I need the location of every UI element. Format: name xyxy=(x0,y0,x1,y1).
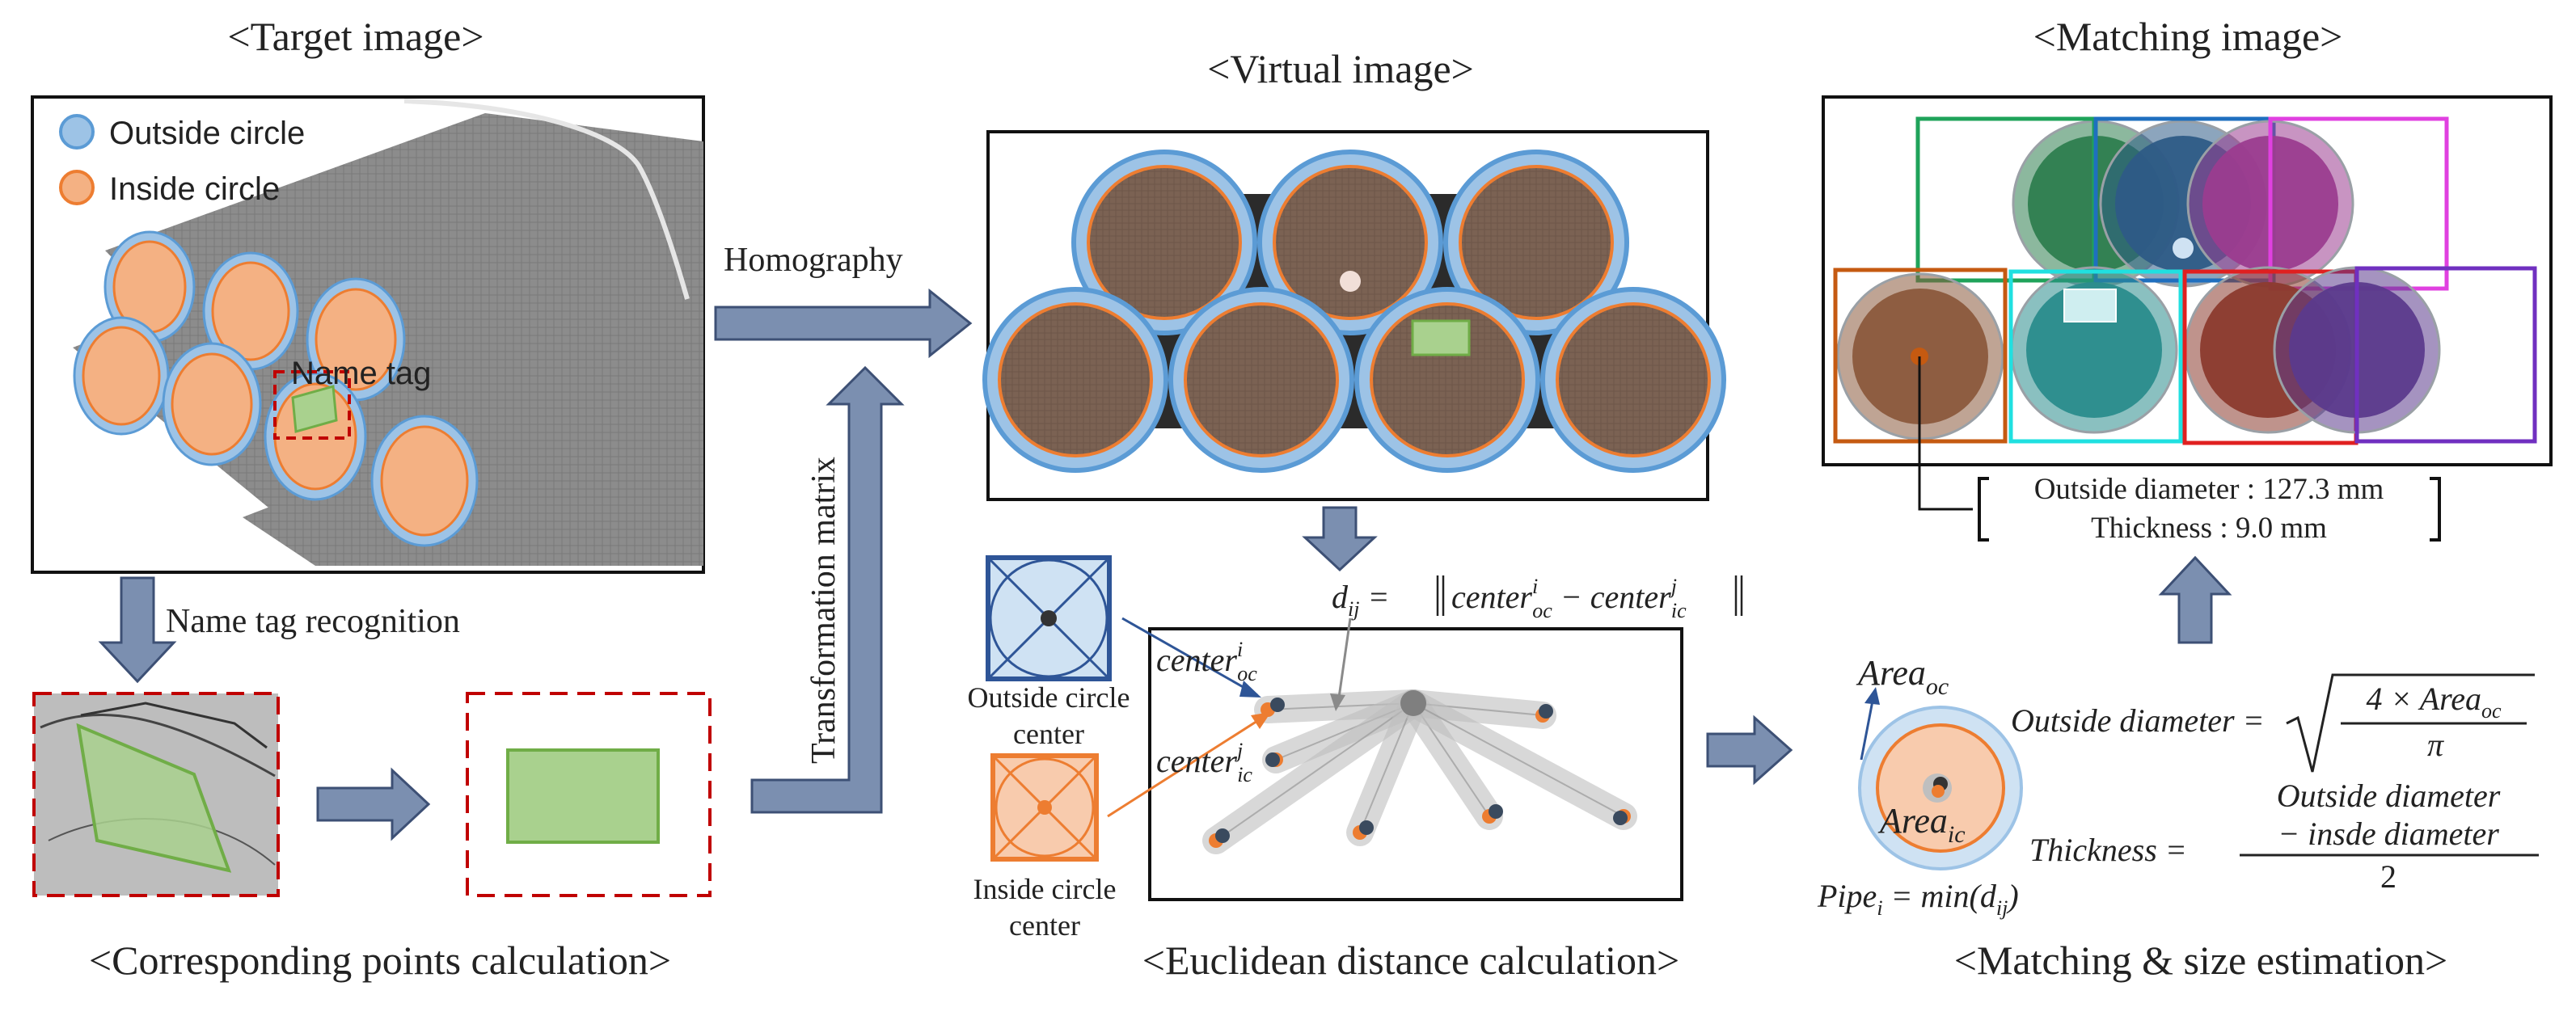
outside-center-label-2: center xyxy=(1013,718,1084,750)
area-ic-label: Areaic xyxy=(1877,801,1966,848)
svg-text:dij =: dij = xyxy=(1332,579,1389,621)
inside-center-label-1: Inside circle xyxy=(973,873,1117,905)
virtual-pipe xyxy=(1443,150,1629,335)
sqrt-sign xyxy=(2286,673,2535,773)
matching-image-panel: Outside diameter : 127.3 mm Thickness : … xyxy=(1822,95,2553,545)
bracket-left xyxy=(1978,477,1989,542)
thickness-formula-lhs: Thickness = xyxy=(2029,832,2187,868)
inside-pointer xyxy=(1107,714,1267,818)
hub-center xyxy=(1400,690,1426,716)
outside-center-point xyxy=(1270,698,1285,712)
outside-center-point xyxy=(1265,752,1280,767)
transformation-matrix-arrow xyxy=(750,365,905,814)
title-virtual-image: <Virtual image> xyxy=(1207,46,1474,91)
matching-bounding-box xyxy=(2008,269,2183,444)
dij-pointer xyxy=(1337,617,1352,704)
outside-diameter-formula-lhs: Outside diameter = xyxy=(2011,702,2265,739)
outside-center-point xyxy=(1359,820,1374,835)
pipe-min-formula: Pipei = min(dij) xyxy=(1817,878,2019,920)
homography-label: Homography xyxy=(724,242,903,279)
virtual-pipe xyxy=(1168,287,1354,473)
outside-center-label-1: Outside circle xyxy=(968,681,1130,714)
tag-rect-rectified xyxy=(506,748,660,844)
distance-to-size-arrow xyxy=(1706,714,1793,786)
od-numerator: 4 × Areaoc xyxy=(2366,681,2502,723)
legend-outside-label: Outside circle xyxy=(109,116,305,151)
distance-rays xyxy=(1202,689,1637,854)
matching-name-tag xyxy=(2063,289,2117,322)
legend-outside-swatch xyxy=(59,114,95,150)
thickness-result: Thickness : 9.0 mm xyxy=(2091,512,2327,545)
homography-arrow xyxy=(714,288,973,359)
matching-bounding-box xyxy=(2354,266,2537,444)
matching-pipe xyxy=(2273,266,2537,444)
virtual-pipe xyxy=(982,287,1168,473)
size-estimation-panel: Areaoc Areaic Pipei = min(dij) Outside d… xyxy=(1817,653,2539,920)
recognition-down-arrow xyxy=(98,576,177,684)
inside-center-label-2: center xyxy=(1009,909,1080,942)
legend-inside-swatch xyxy=(59,170,95,205)
title-corresponding-points: <Corresponding points calculation> xyxy=(89,938,671,983)
target-image-panel: Name tag Outside circle Inside circle xyxy=(31,95,705,574)
distance-box xyxy=(1148,627,1683,901)
matching-center-dot xyxy=(2173,238,2194,259)
virtual-pipe xyxy=(1540,287,1726,473)
th-denominator: 2 xyxy=(2380,858,2397,895)
area-oc-label: Areaoc xyxy=(1856,653,1949,700)
tag-to-rect-arrow xyxy=(316,767,431,841)
leader-line xyxy=(1918,356,1973,511)
th-numerator-2: − insde diameter xyxy=(2278,816,2499,852)
virtual-image-panel xyxy=(982,130,1726,501)
title-matching-image: <Matching image> xyxy=(2033,14,2343,59)
outside-diameter-result: Outside diameter : 127.3 mm xyxy=(2034,473,2384,506)
title-target-image: <Target image> xyxy=(227,14,484,59)
virtual-pipe xyxy=(1257,150,1443,335)
outside-center-point xyxy=(1215,828,1230,843)
outside-center-point xyxy=(1613,811,1628,825)
bracket-right xyxy=(2430,477,2441,542)
arrows xyxy=(98,288,2232,841)
virtual-center-dot xyxy=(1340,271,1361,292)
virtual-pipe xyxy=(1354,287,1540,473)
outside-center-point xyxy=(1489,804,1503,819)
outside-center-point xyxy=(1539,704,1553,719)
title-euclidean-distance: <Euclidean distance calculation> xyxy=(1142,938,1679,983)
tag-quad-detected xyxy=(76,723,232,873)
name-tag-recognition-label: Name tag recognition xyxy=(166,603,460,640)
size-up-arrow xyxy=(2158,555,2232,644)
matching-pipe xyxy=(2008,266,2183,444)
virtual-name-tag xyxy=(1411,319,1471,356)
virtual-pipe xyxy=(1071,150,1257,335)
th-numerator-1: Outside diameter xyxy=(2277,778,2501,814)
title-matching-size-estimation: <Matching & size estimation> xyxy=(1954,938,2447,983)
euclidean-panel: Outside circle center Inside circle cent… xyxy=(968,555,1743,942)
matching-pipe xyxy=(2186,116,2449,291)
corresponding-points-panel xyxy=(32,692,712,897)
virtual-down-arrow xyxy=(1302,506,1378,572)
outside-pointer xyxy=(1121,617,1258,697)
name-tag-label: Name tag xyxy=(291,356,431,391)
legend-inside-label: Inside circle xyxy=(109,171,280,207)
od-denominator: π xyxy=(2427,727,2444,763)
circle-legend: Outside circle Inside circle xyxy=(59,114,305,207)
name-tag-marker xyxy=(291,385,338,433)
transformation-matrix-label: Transformation matrix xyxy=(805,457,842,764)
name-tag-dashed-box xyxy=(273,370,351,440)
virtual-pipes xyxy=(982,150,1726,473)
